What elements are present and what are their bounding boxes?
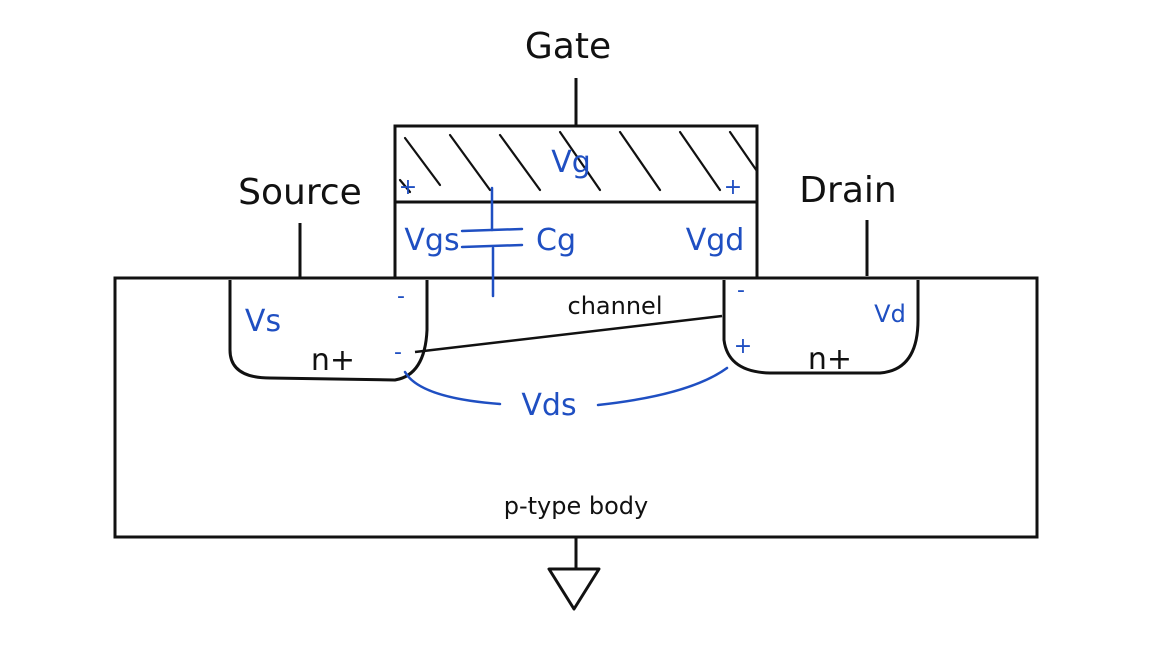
- channel-label: channel: [568, 292, 663, 320]
- vgs-label: Vgs: [404, 223, 459, 258]
- drain-n-plus-well: [722, 280, 920, 375]
- ground-symbol: [547, 537, 601, 611]
- gate-right-plus-sign: +: [724, 175, 742, 200]
- vgd-label: Vgd: [686, 223, 745, 258]
- drain-n-plus-label: n+: [808, 342, 852, 377]
- gate-label: Gate: [525, 26, 611, 67]
- body-label: p-type body: [504, 492, 649, 520]
- vds-arc-left: [403, 370, 502, 406]
- gate-capacitor-symbol: [460, 186, 524, 298]
- gate-oxide: [393, 200, 759, 280]
- vds-arc-right: [596, 366, 729, 407]
- vd-label: Vd: [874, 300, 906, 328]
- gate-left-plus-sign: +: [399, 175, 417, 200]
- source-top-minus-sign: -: [397, 284, 405, 309]
- channel-line: [414, 314, 723, 354]
- source-label: Source: [238, 172, 362, 213]
- source-n-plus-well: [228, 280, 429, 382]
- cg-label: Cg: [536, 223, 576, 258]
- vds-label: Vds: [521, 388, 576, 423]
- source-bottom-minus-sign: -: [394, 340, 402, 365]
- source-n-plus-label: n+: [311, 343, 355, 378]
- drain-bottom-plus-sign: +: [734, 334, 752, 359]
- drain-top-minus-sign: -: [737, 278, 745, 303]
- drain-label: Drain: [799, 170, 896, 211]
- vg-label: Vg: [551, 145, 591, 180]
- vs-label: Vs: [245, 304, 281, 339]
